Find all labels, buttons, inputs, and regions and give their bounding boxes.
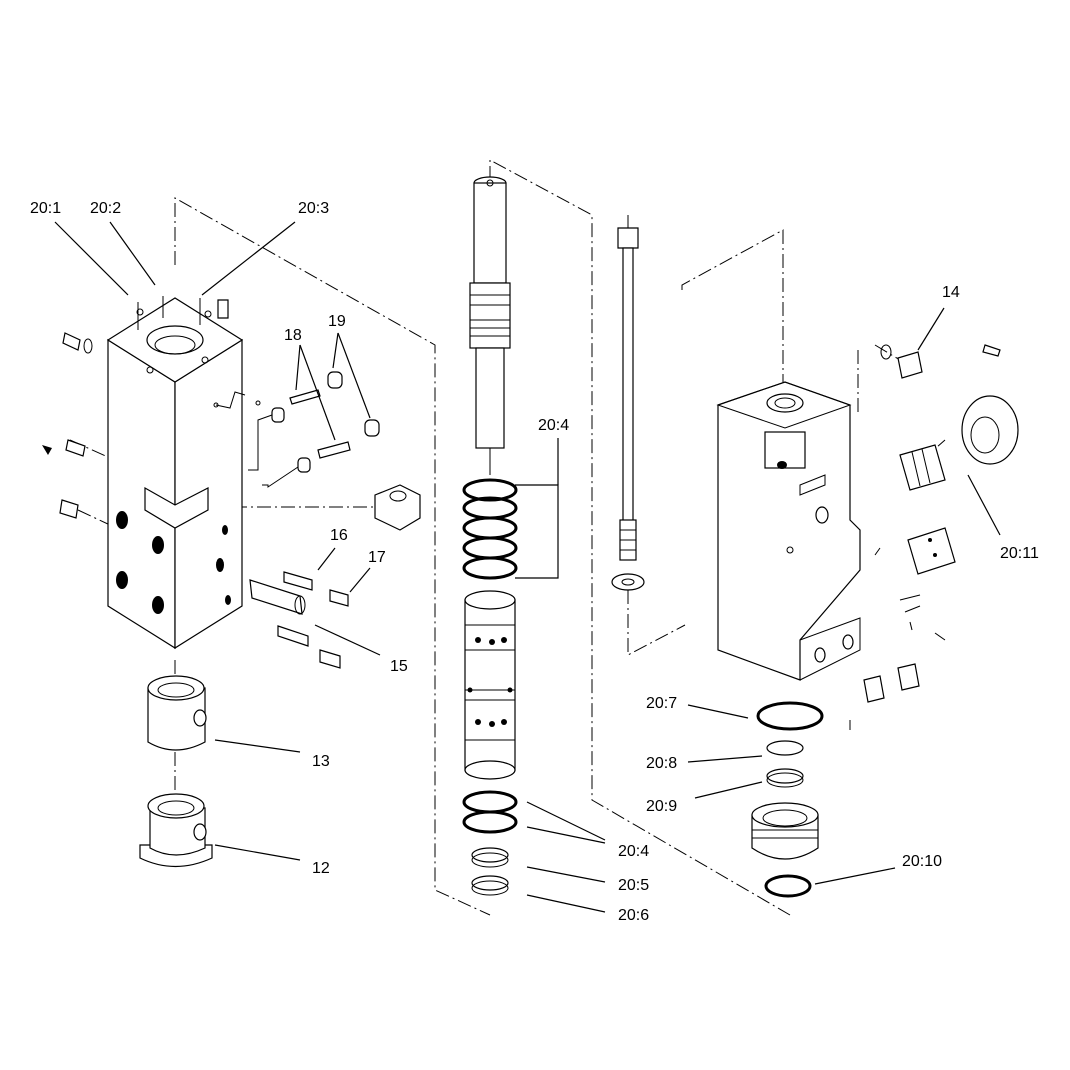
callout-20-10: 20:10: [902, 853, 942, 870]
pins-and-sleeves: [213, 371, 380, 488]
callout-14: 14: [942, 284, 960, 301]
right-seals: [751, 701, 824, 898]
spool-sleeve: [464, 590, 516, 780]
callout-20-6: 20:6: [618, 907, 649, 924]
callout-20-11: 20:11: [1000, 545, 1039, 562]
o-ring-stack-upper: [462, 478, 518, 580]
callout-20-5: 20:5: [618, 877, 649, 894]
callout-20-7: 20:7: [646, 695, 677, 712]
left-valve-block: [106, 297, 244, 650]
right-block-fittings: [849, 344, 1019, 730]
callout-20-8: 20:8: [646, 755, 677, 772]
pins-15-16-17: [249, 571, 349, 669]
callout-20-3: 20:3: [298, 200, 329, 217]
left-block-plugs: [42, 296, 229, 519]
tie-rod: [611, 215, 645, 591]
center-spool: [469, 176, 511, 475]
callout-20-2: 20:2: [90, 200, 121, 217]
o-ring-stack-lower: [462, 790, 518, 896]
callout-20-4-upper: 20:4: [538, 417, 569, 434]
callout-18: 18: [284, 327, 302, 344]
bushing-12: [139, 793, 213, 867]
leader-lines: [54, 221, 1001, 913]
callout-16: 16: [330, 527, 348, 544]
callout-20-4-lower: 20:4: [618, 843, 649, 860]
callout-13: 13: [312, 753, 330, 770]
callout-12: 12: [312, 860, 330, 877]
bushing-13: [147, 675, 207, 751]
right-valve-block: [716, 381, 861, 681]
end-cap-block: [374, 484, 421, 531]
callout-19: 19: [328, 313, 346, 330]
callout-20-9: 20:9: [646, 798, 677, 815]
callout-15: 15: [390, 658, 408, 675]
callout-17: 17: [368, 549, 386, 566]
callout-labels: 20:1 20:2 20:3 18 19 20:4 16 17 15 13 12…: [30, 200, 1039, 924]
callout-20-1: 20:1: [30, 200, 61, 217]
